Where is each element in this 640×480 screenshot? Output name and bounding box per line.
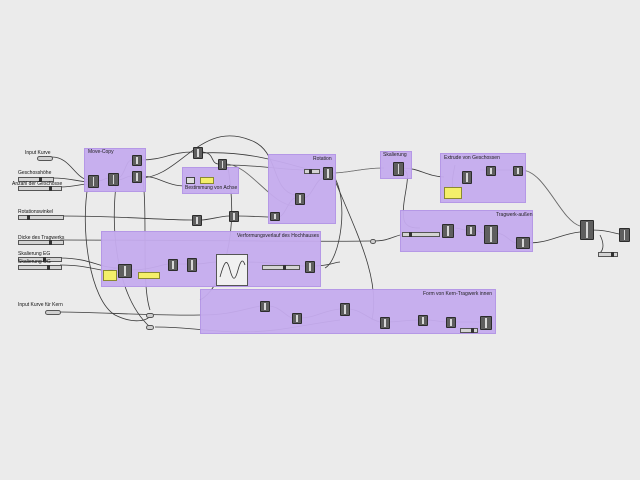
component-series[interactable]	[108, 173, 119, 186]
component-move-copy[interactable]	[132, 171, 142, 183]
component-angle[interactable]	[192, 215, 202, 226]
label-anzahl-geschosse: Anzahl der Geschosse	[12, 181, 63, 187]
group-verformungsverlauf[interactable]	[101, 231, 321, 287]
component-kern-b[interactable]	[292, 313, 302, 324]
component-area[interactable]	[193, 147, 203, 159]
slider-anzahl-geschosse[interactable]	[18, 186, 62, 191]
component-extrude[interactable]	[462, 171, 472, 184]
slider-geschosshoehe[interactable]	[18, 177, 54, 182]
relay-c[interactable]	[146, 325, 154, 330]
component-output-merge[interactable]	[580, 220, 594, 240]
component-output-preview[interactable]	[619, 228, 630, 242]
component-brep[interactable]	[513, 166, 523, 176]
group-title: Form von Kern-Tragwerk innen	[423, 291, 493, 297]
param-input-kurve[interactable]	[37, 156, 53, 161]
label-input-kurve: Input Kurve	[25, 150, 51, 156]
sine-curve-icon	[219, 260, 246, 279]
component-kern-e[interactable]	[418, 315, 428, 326]
component-kern-c[interactable]	[340, 303, 350, 316]
component-rotation-a[interactable]	[295, 193, 305, 205]
slider-rotation[interactable]	[304, 169, 320, 174]
label-rotationswinkel: Rotationswinkel	[18, 209, 54, 215]
label-skalierung-eg: Skalierung EG	[18, 251, 51, 257]
component-pipe[interactable]	[484, 225, 498, 244]
panel-verformung-b[interactable]	[138, 272, 160, 279]
group-title: Tragwerk-außen	[496, 212, 533, 218]
component-line[interactable]	[218, 159, 227, 170]
graph-mapper[interactable]	[216, 254, 248, 286]
slider-kern[interactable]	[460, 328, 478, 333]
slider-tragwerk[interactable]	[402, 232, 440, 237]
group-title: Move-Copy	[88, 149, 114, 155]
component-kern-d[interactable]	[380, 317, 390, 329]
relay-a[interactable]	[370, 239, 376, 244]
component-range[interactable]	[118, 264, 132, 278]
slider-output[interactable]	[598, 252, 618, 257]
slider-verformung[interactable]	[262, 265, 300, 270]
component-rotate[interactable]	[323, 167, 333, 180]
toggle-achse[interactable]	[186, 177, 195, 184]
group-title: Bestimmung von Achse	[185, 185, 238, 191]
component-scale-ns[interactable]	[305, 261, 315, 273]
component-divide[interactable]	[466, 225, 476, 236]
component-scale[interactable]	[393, 162, 404, 176]
component-multiply[interactable]	[229, 211, 239, 222]
component-move[interactable]	[88, 175, 99, 188]
component-offset[interactable]	[442, 224, 454, 238]
group-title: Skalierung	[383, 152, 407, 158]
label-geschosshoehe: Geschosshöhe	[18, 170, 52, 176]
group-title: Rotation	[313, 156, 332, 162]
panel-verformung[interactable]	[103, 270, 117, 281]
group-title: Verformungsverlauf des Hochhauses	[237, 233, 319, 239]
slider-skalierung-eg[interactable]	[18, 257, 62, 262]
relay-b[interactable]	[146, 313, 154, 318]
component-cap[interactable]	[486, 166, 496, 176]
label-dicke-tragwerk: Dicke des Tragwerks	[18, 235, 65, 241]
slider-dicke-tragwerk[interactable]	[18, 240, 64, 245]
component-remap[interactable]	[168, 259, 178, 271]
component-graph-mapper-in[interactable]	[187, 258, 197, 272]
component-merge[interactable]	[516, 237, 530, 249]
panel-achse[interactable]	[200, 177, 214, 184]
slider-skalierung-og[interactable]	[18, 265, 62, 270]
slider-rotationswinkel[interactable]	[18, 215, 64, 220]
group-title: Extrude von Geschossen	[444, 155, 500, 161]
component-kern-g[interactable]	[480, 316, 492, 330]
component-vector[interactable]	[132, 155, 142, 166]
label-input-kurve-kern: Input Kurve für Kern	[18, 302, 63, 308]
component-kern-f[interactable]	[446, 317, 456, 328]
param-input-kurve-kern[interactable]	[45, 310, 61, 315]
panel-extrude[interactable]	[444, 187, 462, 199]
label-skalierung-og: Skalierung OG	[18, 259, 51, 265]
component-kern-a[interactable]	[260, 301, 270, 312]
component-rotation-b[interactable]	[270, 212, 280, 221]
